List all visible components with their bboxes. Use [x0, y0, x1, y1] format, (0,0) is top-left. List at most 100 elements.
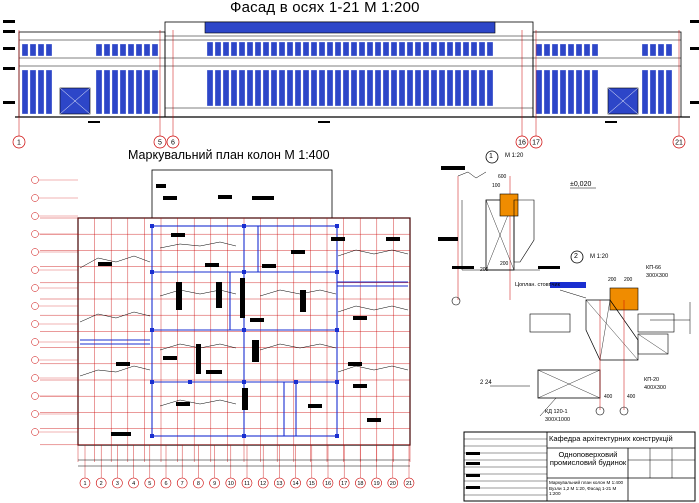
plan-row-axis-bubble: [31, 248, 39, 256]
plan-title: Маркувальний план колон М 1:400: [128, 148, 330, 162]
detail-2-label-kd: КД 120-1: [545, 409, 568, 415]
column-node: [242, 434, 246, 438]
detail-1-dim-1: 600: [498, 174, 507, 180]
facade-window: [390, 69, 398, 107]
facade-window: [342, 41, 350, 57]
facade-window: [665, 43, 673, 57]
plan-col-axis-label: 8: [197, 481, 200, 487]
plan-col-axis-bubble: [274, 477, 285, 489]
facade-axis-label: 21: [675, 140, 683, 147]
plan-row-axis-bubble: [31, 302, 39, 310]
facade-window: [294, 41, 302, 57]
facade-axis-label: 6: [171, 140, 175, 147]
facade-window: [535, 43, 543, 57]
plan-col-axis-bubble: [112, 477, 123, 489]
detail-1-scale: М 1:20: [505, 153, 524, 159]
plan-col-axis-label: 2: [100, 481, 103, 487]
facade-window: [454, 41, 462, 57]
facade-window: [143, 69, 151, 115]
plan-col-axis-label: 11: [244, 481, 250, 487]
column-node: [335, 224, 339, 228]
facade-window: [238, 69, 246, 107]
plan-col-axis-label: 13: [276, 481, 282, 487]
column-node: [150, 328, 154, 332]
facade-window: [151, 43, 159, 57]
plan-col-axis-bubble: [95, 477, 107, 489]
detail-2-dim-3: 400: [604, 394, 613, 400]
facade-window: [214, 41, 222, 57]
column-node: [242, 224, 246, 228]
plan-row-axis-bubble: [31, 194, 39, 202]
detail-1-dim-2: 100: [492, 183, 501, 189]
detail-2-dim-4: 400: [627, 394, 636, 400]
facade-window: [414, 69, 422, 107]
facade-window: [657, 69, 665, 115]
facade-window: [430, 69, 438, 107]
facade-window: [398, 41, 406, 57]
facade-window: [37, 69, 45, 115]
facade-window: [478, 69, 486, 107]
plan-col-axis-label: 1: [83, 481, 86, 487]
plan-col-axis-bubble: [209, 477, 220, 489]
facade-window: [414, 41, 422, 57]
plan-row-axis-bubble: [31, 410, 39, 418]
plan-col-axis-label: 21: [406, 481, 412, 487]
facade-window: [310, 69, 318, 107]
facade-window: [127, 43, 135, 57]
plan-col-axis-label: 9: [213, 481, 216, 487]
facade-window: [486, 41, 494, 57]
plan-col-axis-label: 6: [164, 481, 167, 487]
facade-window: [470, 69, 478, 107]
facade-window: [246, 69, 254, 107]
facade-window: [382, 69, 390, 107]
facade-window: [135, 69, 143, 115]
facade-window: [286, 41, 294, 57]
facade-window: [551, 69, 559, 115]
facade-window: [641, 69, 649, 115]
facade-window: [374, 69, 382, 107]
detail-1-bubble: [485, 150, 499, 164]
facade-window: [462, 41, 470, 57]
facade-window: [366, 41, 374, 57]
detail-2-label-kp66: КП-66: [646, 265, 662, 271]
facade-window: [222, 69, 230, 107]
facade-window: [486, 69, 494, 107]
facade-window: [665, 69, 673, 115]
plan-row-axis-bubble: [31, 320, 39, 328]
column-node: [335, 270, 339, 274]
facade-window: [575, 69, 583, 115]
column-node: [294, 380, 298, 384]
plan-row-axis-bubble: [31, 338, 39, 346]
plan-col-axis-label: 3: [116, 481, 119, 487]
facade-window: [262, 41, 270, 57]
facade-window: [111, 69, 119, 115]
column-node: [242, 270, 246, 274]
plan-row-axis-bubble: [31, 356, 39, 364]
facade-window: [543, 69, 551, 115]
detail-2-label-kp20: КП-20: [644, 377, 660, 383]
facade-window: [29, 69, 37, 115]
facade-axis-bubble: [529, 135, 543, 149]
detail-1-num: 1: [489, 153, 493, 160]
plan-row-axis-bubble: [31, 176, 39, 184]
column-node: [242, 328, 246, 332]
facade-window: [270, 69, 278, 107]
facade-window: [583, 43, 591, 57]
plan-col-axis-bubble: [193, 477, 204, 489]
facade-window: [230, 69, 238, 107]
facade-window: [350, 41, 358, 57]
plan-col-axis-bubble: [176, 477, 188, 489]
facade-window: [398, 69, 406, 107]
plan-col-axis-bubble: [371, 477, 382, 489]
facade-window: [270, 41, 278, 57]
facade-window: [358, 69, 366, 107]
facade-window: [246, 41, 254, 57]
facade-window: [374, 41, 382, 57]
facade-axis-label: 16: [518, 140, 526, 147]
facade-window: [446, 69, 454, 107]
facade-axis-bubble: [166, 135, 180, 149]
facade-window: [262, 69, 270, 107]
facade-window: [326, 69, 334, 107]
plan-col-axis-bubble: [306, 477, 318, 489]
